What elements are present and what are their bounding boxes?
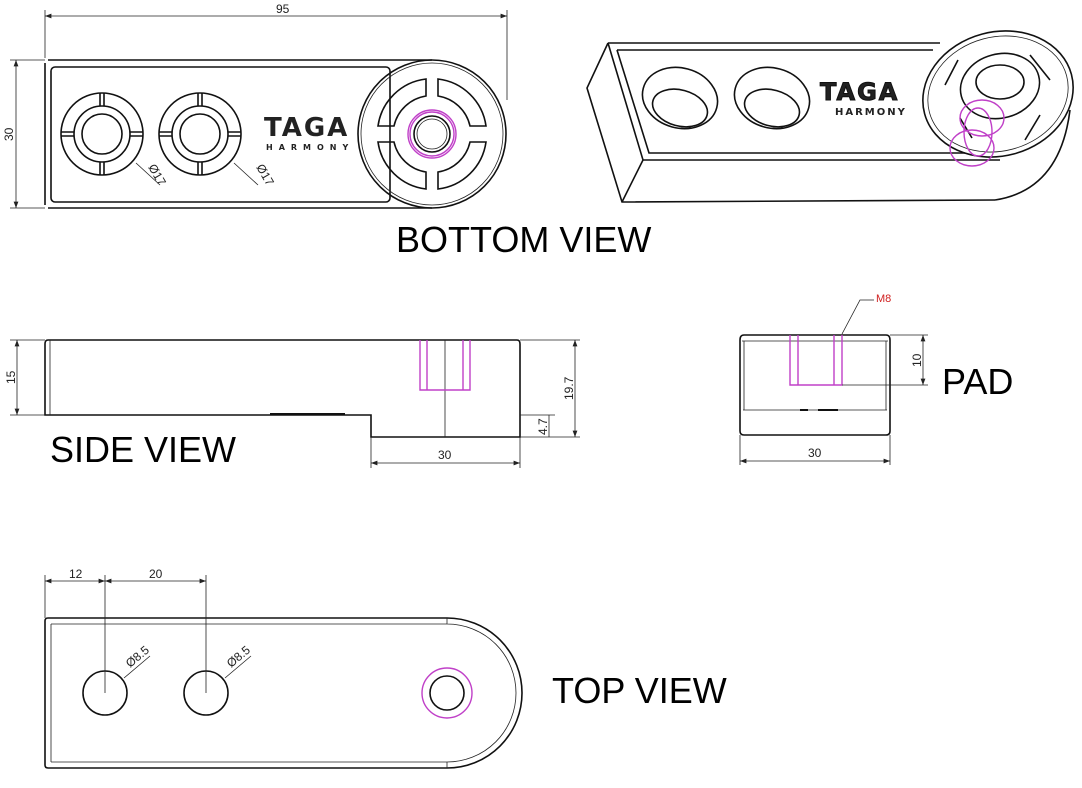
dimension-pad-width: 30 (438, 448, 452, 462)
thread-callout: M8 (876, 293, 891, 305)
round-foot (357, 59, 507, 209)
dimension-width: 30 (2, 127, 16, 141)
side-view-label: SIDE VIEW (50, 429, 236, 470)
pad-view: M8 10 30 PAD (739, 293, 1013, 465)
dimension-thread-depth: 10 (910, 353, 924, 367)
bottom-view: 95 30 Ø17 Ø17 TAGA HARMONY BOTTOM VIEW (2, 2, 651, 260)
dimension-hole-spacing: 20 (149, 567, 163, 581)
dimension-length: 95 (276, 2, 290, 16)
vent-hole-2 (158, 92, 242, 176)
dimension-pad-diameter: 30 (808, 446, 822, 460)
isometric-view: TAGA HARMONY (586, 30, 1074, 203)
iso-logo-subbrand: HARMONY (835, 107, 907, 118)
top-view-label: TOP VIEW (552, 670, 727, 711)
dimension-height: 15 (4, 370, 18, 384)
dimension-first-hole: 12 (69, 567, 83, 581)
body-outline (44, 59, 432, 209)
logo-brand: TAGA (264, 113, 349, 143)
vent-hole-1 (60, 92, 144, 176)
bottom-view-label: BOTTOM VIEW (396, 219, 651, 260)
pad-label: PAD (942, 361, 1013, 402)
dimension-total-height: 19.7 (562, 376, 576, 400)
top-view: 12 20 Ø8.5 Ø8.5 TOP VIEW (44, 567, 727, 769)
recess-outline (50, 66, 391, 203)
dimension-pad-height: 4.7 (536, 418, 550, 435)
side-view: 15 19.7 4.7 30 SIDE VIEW (4, 339, 580, 470)
iso-logo-brand: TAGA (820, 78, 899, 106)
logo-subbrand: HARMONY (266, 143, 354, 152)
